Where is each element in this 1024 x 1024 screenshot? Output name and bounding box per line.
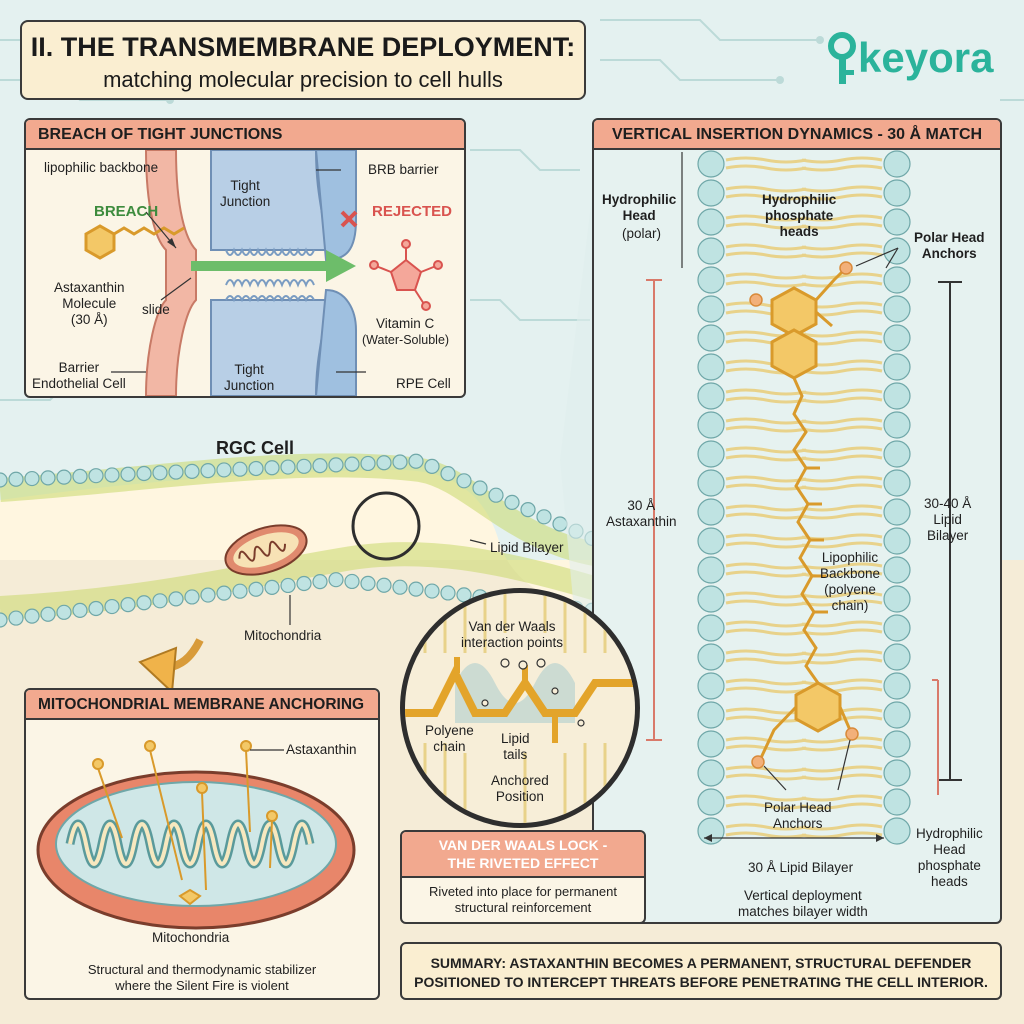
rejected-x-icon	[340, 210, 358, 228]
lipid-bilayer-label: Lipid Bilayer	[490, 540, 564, 555]
logo-text: keyora	[858, 34, 994, 81]
mitochondria-label: Mitochondria	[244, 628, 322, 643]
summary-box: SUMMARY: ASTAXANTHIN BECOMES A PERMANENT…	[400, 942, 1002, 1000]
mito-panel: MITOCHONDRIAL MEMBRANE ANCHORING Astaxan…	[24, 688, 380, 1000]
backbone-label: Lipophilic Backbone (polyene chain)	[820, 550, 881, 613]
page-subtitle: matching molecular precision to cell hul…	[103, 67, 503, 92]
mito-caption: Structural and thermodynamic stabilizer …	[87, 962, 317, 993]
insertion-caption: Vertical deployment matches bilayer widt…	[738, 888, 868, 919]
bilayer-width-label: 30-40 Å Lipid Bilayer	[924, 496, 972, 543]
breach-panel-title: BREACH OF TIGHT JUNCTIONS	[26, 120, 464, 150]
vdw-points-label: Van der Waals interaction points	[461, 619, 564, 650]
slide-label: slide	[142, 302, 170, 317]
astaxanthin-molecule-small	[84, 224, 185, 260]
mito-panel-title: MITOCHONDRIAL MEMBRANE ANCHORING	[26, 690, 378, 720]
barrier-cell-label: Barrier Endothelial Cell	[32, 360, 126, 391]
tight-junction-top-label: Tight Junction	[220, 178, 271, 209]
vitamin-c-molecule	[369, 239, 443, 311]
breach-panel: BREACH OF TIGHT JUNCTIONS	[24, 118, 466, 398]
astaxanthin-molecule-label: Astaxanthin Molecule (30 Å)	[54, 280, 125, 327]
water-soluble-label: (Water-Soluble)	[362, 333, 450, 347]
mitochondria-small	[224, 524, 308, 576]
vitamin-c-label: Vitamin C	[376, 316, 435, 331]
phosphate-heads-bottom-label: Hydrophilic Head phosphate heads	[916, 826, 983, 889]
mito-astaxanthin-label: Astaxanthin	[286, 742, 357, 757]
brand-logo: keyora	[824, 26, 1014, 92]
zoom-circle: Van der Waals interaction points Polyene…	[400, 588, 640, 828]
vdw-lock-title: VAN DER WAALS LOCK - THE RIVETED EFFECT	[402, 832, 644, 878]
insertion-panel-title: VERTICAL INSERTION DYNAMICS - 30 Å MATCH	[594, 120, 1000, 150]
lipophilic-backbone-label: lipophilic backbone	[44, 160, 159, 175]
insertion-panel: VERTICAL INSERTION DYNAMICS - 30 Å MATCH	[592, 118, 1002, 924]
vdw-zoom-illustration	[405, 593, 635, 823]
astaxanthin-molecule-large	[770, 286, 842, 733]
rpe-cell-label: RPE Cell	[396, 376, 451, 391]
polar-label: (polar)	[622, 226, 662, 241]
page-title: II. THE TRANSMEMBRANE DEPLOYMENT:	[30, 32, 576, 62]
lipid-tails-label: Lipid tails	[501, 731, 530, 762]
phosphate-heads-top-label: Hydrophilic phosphate heads	[762, 192, 837, 239]
tight-junction-bottom-label: Tight Junction	[224, 362, 275, 393]
rgc-cell-label: RGC Cell	[216, 438, 295, 458]
bilayer-insertion-illustration	[646, 150, 962, 845]
tight-junction-illustration	[84, 150, 443, 396]
title-box: II. THE TRANSMEMBRANE DEPLOYMENT: matchi…	[20, 20, 586, 100]
polar-head-anchors-bottom-label: Polar Head Anchors	[764, 800, 832, 831]
key-icon	[828, 32, 856, 84]
breach-label: BREACH	[94, 203, 159, 220]
brb-barrier-label: BRB barrier	[368, 162, 439, 177]
anchored-position-label: Anchored Position	[491, 773, 549, 804]
vdw-lock-text: Riveted into place for permanent structu…	[429, 884, 617, 915]
rejected-label: REJECTED	[372, 203, 453, 220]
hydrophilic-head-label: Hydrophilic Head	[602, 192, 677, 223]
mito-mitochondria-label: Mitochondria	[152, 930, 230, 945]
polyene-chain-label: Polyene chain	[425, 723, 474, 754]
vdw-lock-box: VAN DER WAALS LOCK - THE RIVETED EFFECT …	[400, 830, 646, 924]
bilayer-dimension-label: 30 Å Lipid Bilayer	[748, 860, 854, 875]
mitochondria-large-illustration	[36, 740, 356, 930]
astaxanthin-length-label: 30 Å Astaxanthin	[606, 498, 677, 529]
summary-text: SUMMARY: ASTAXANTHIN BECOMES A PERMANENT…	[414, 955, 988, 990]
polar-head-anchors-top-label: Polar Head Anchors	[914, 230, 985, 261]
